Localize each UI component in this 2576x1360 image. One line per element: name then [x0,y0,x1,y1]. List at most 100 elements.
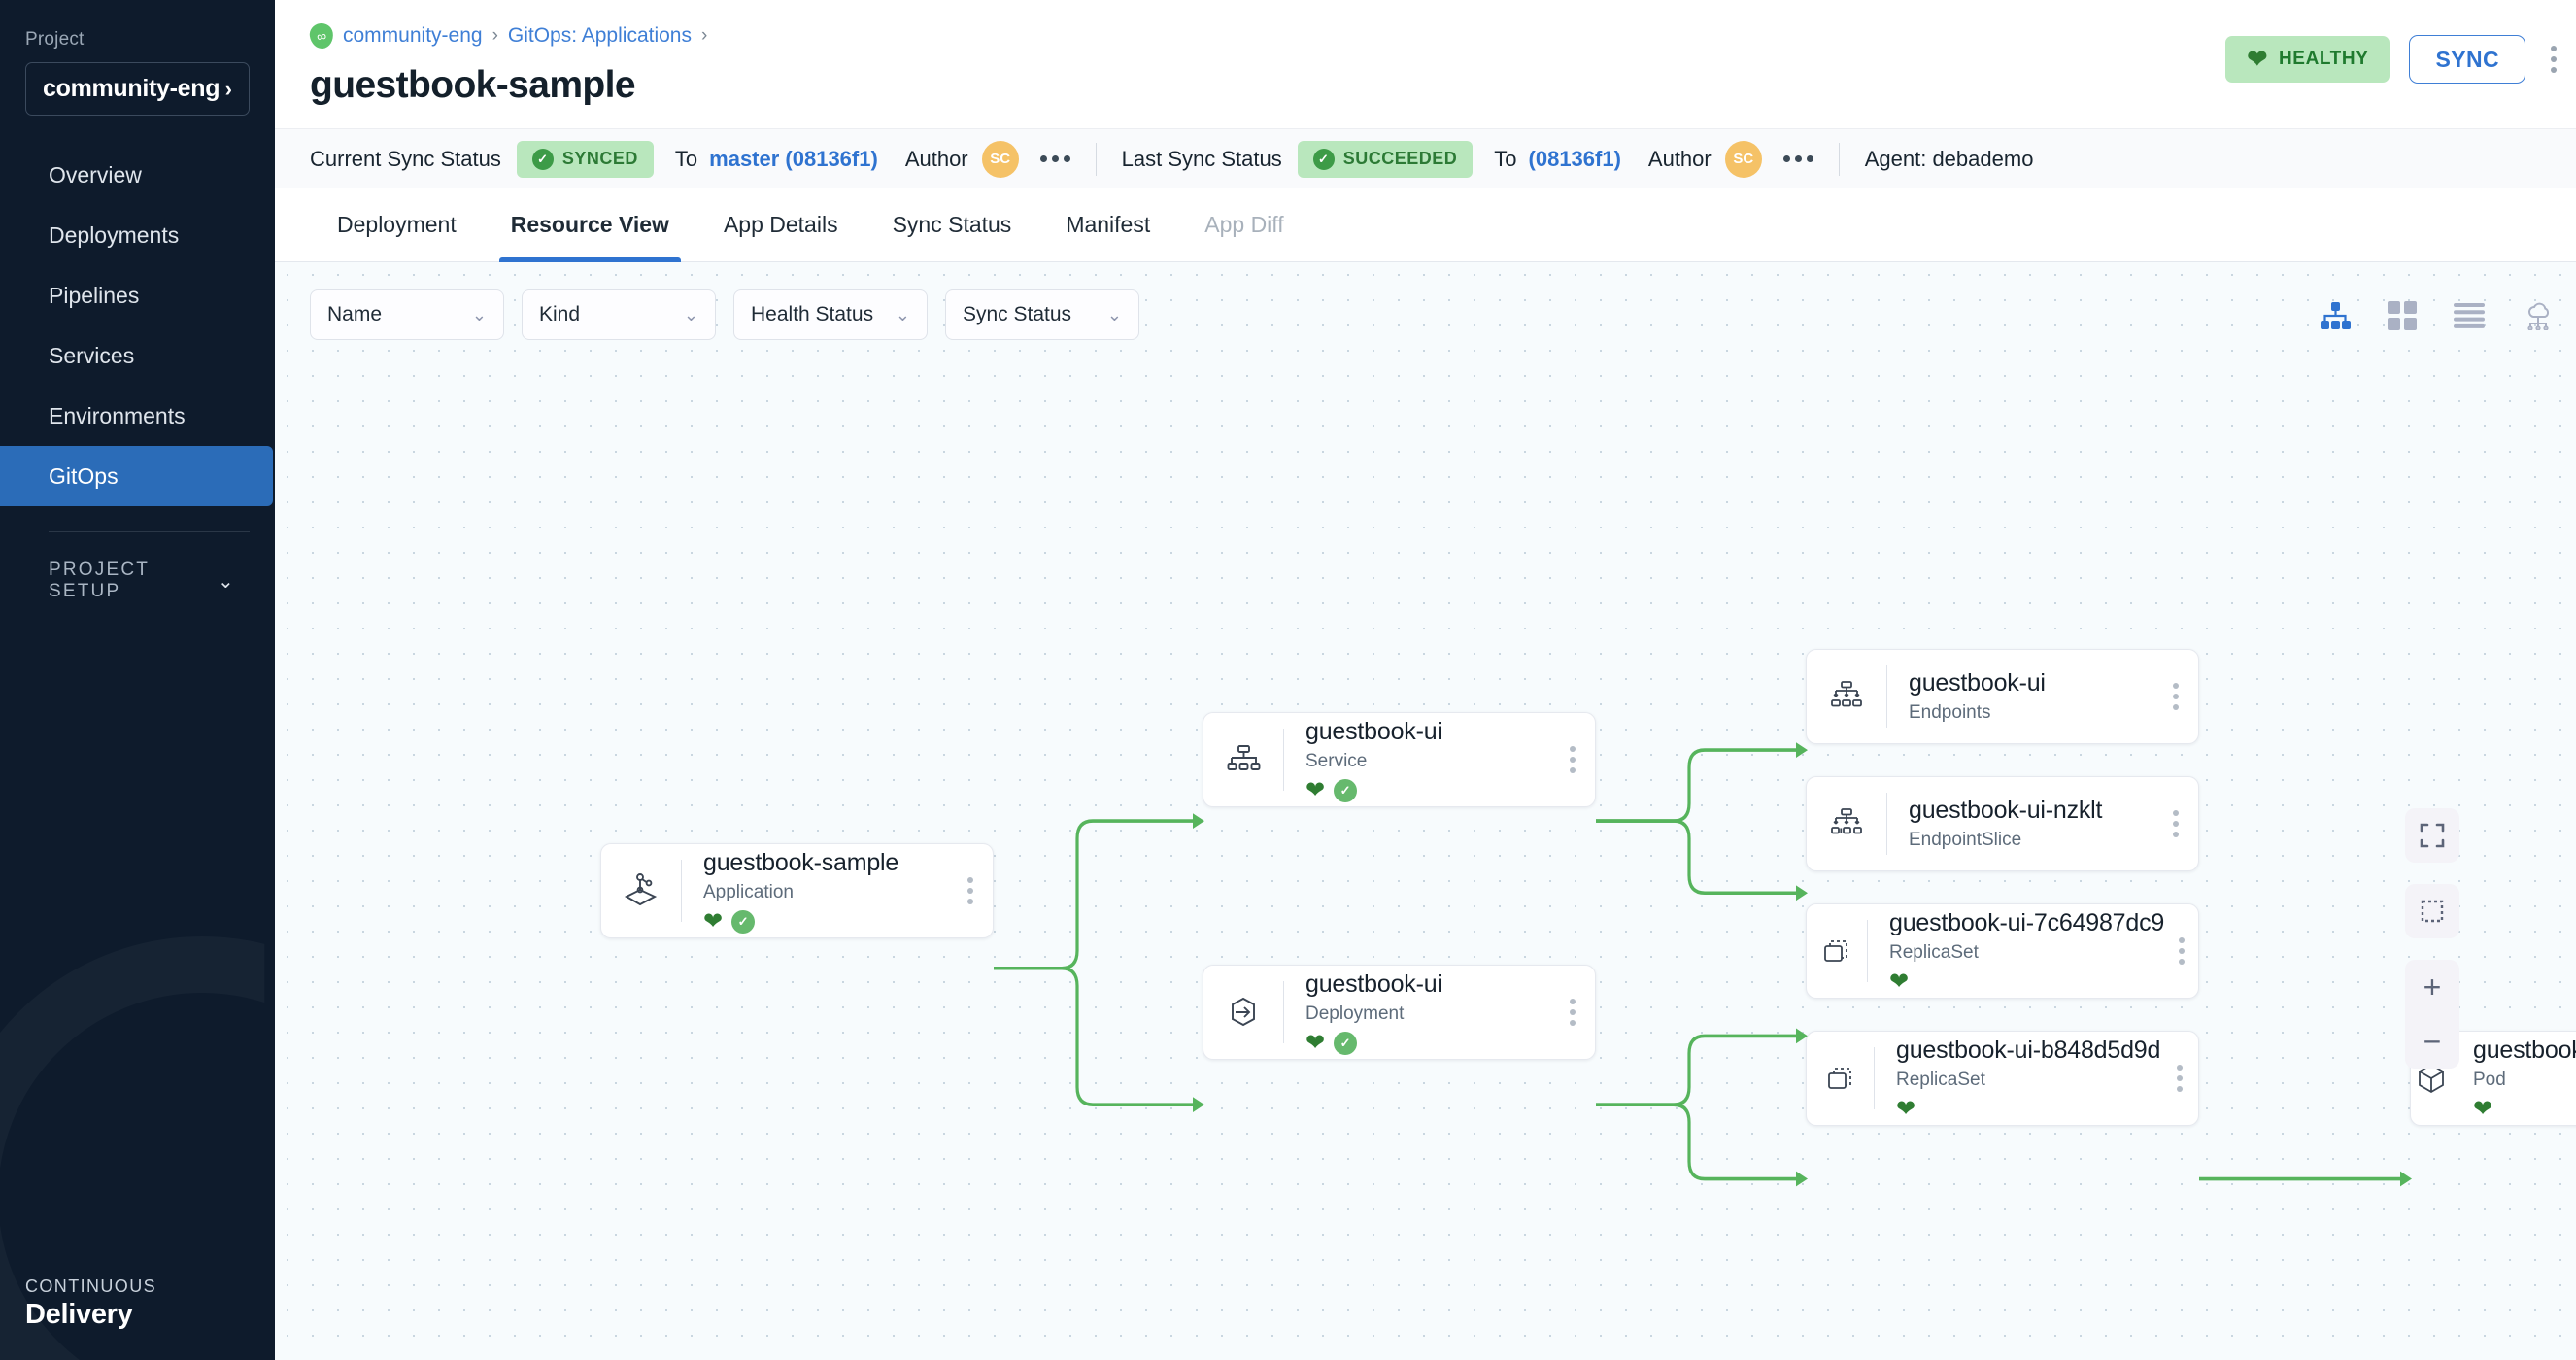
tab-label: App Details [723,212,838,237]
endpointslice-icon [1807,777,1886,870]
health-heart-icon: ❤ [1305,1029,1326,1056]
node-kind: Deployment [1305,1003,1405,1024]
node-name: guestbook-ui-b848d5d9... [2473,1036,2576,1064]
sync-check-icon: ✓ [731,909,756,934]
last-sync-more-icon[interactable] [1782,155,1813,162]
node-divider [681,860,682,922]
sidebar-item-label: Pipelines [49,282,140,308]
current-sync-status-label: Current Sync Status [310,146,501,171]
check-circle-icon: ✓ [531,148,554,170]
breadcrumb-gitops-applications[interactable]: GitOps: Applications [507,24,692,47]
header-more-menu-icon[interactable] [2545,46,2562,73]
node-more-menu[interactable] [2160,1032,2198,1125]
tab-resource-view[interactable]: Resource View [484,188,696,262]
application-icon [601,844,681,937]
status-badge-healthy: ❤ HEALTHY [2225,36,2390,83]
sync-check-icon: ✓ [1334,778,1358,802]
zoom-in-button[interactable]: + [2423,969,2442,1004]
last-sync-status-label: Last Sync Status [1121,146,1282,171]
node-status-badges: ❤ [2473,1097,2576,1121]
fit-screen-button[interactable] [2405,808,2459,863]
synced-label: SYNCED [561,149,638,168]
chevron-down-icon: ⌄ [471,304,487,324]
project-setup-toggle[interactable]: PROJECT SETUP ⌄ [0,560,275,601]
node-more-menu[interactable] [2153,650,2198,743]
chevron-down-icon: ⌄ [1106,304,1122,324]
node-more-menu[interactable] [1550,966,1595,1059]
tab-sync-status[interactable]: Sync Status [865,188,1039,262]
filter-kind[interactable]: Kind ⌄ [522,289,716,340]
node-status-badges: ❤ [1896,1097,2160,1121]
node-body: guestbook-ui-b848d5d9... Pod ❤ [2452,1032,2576,1125]
tab-manifest[interactable]: Manifest [1038,188,1177,262]
sidebar-item-overview[interactable]: Overview [0,145,275,205]
filter-sync-status[interactable]: Sync Status ⌄ [945,289,1139,340]
node-kind: ReplicaSet [1895,1069,1985,1090]
graph-node-endpoints[interactable]: guestbook-ui Endpoints [1806,649,2199,744]
tab-bar: Deployment Resource View App Details Syn… [275,188,2576,262]
node-status-badges: ❤ ✓ [1305,1029,1550,1056]
project-name: community-eng [43,75,220,102]
filter-name[interactable]: Name ⌄ [310,289,504,340]
node-status-badges: ❤ ✓ [1305,778,1550,802]
sidebar-divider [49,531,250,532]
sidebar-item-label: Deployments [49,221,180,248]
avatar: SC [981,140,1019,178]
sidebar-item-deployments[interactable]: Deployments [0,205,275,265]
last-commit-link[interactable]: (08136f1) [1528,146,1621,171]
endpoints-icon [1807,650,1886,743]
resource-graph-canvas[interactable]: Name ⌄ Kind ⌄ Health Status ⌄ Sync Statu… [275,262,2576,1360]
sidebar-item-gitops[interactable]: GitOps [0,446,273,506]
grid-view-icon[interactable] [2388,301,2417,330]
select-area-button[interactable] [2405,884,2459,938]
brand-bottom-text: Delivery [25,1299,133,1330]
main-panel: ∞ community-eng › GitOps: Applications ›… [275,0,2576,1360]
sidebar-item-environments[interactable]: Environments [0,386,275,446]
node-more-menu[interactable] [1550,713,1595,806]
network-view-icon[interactable] [2522,301,2555,330]
current-author-label: Author [904,146,968,171]
graph-node-replicaset-2[interactable]: guestbook-ui-b848d5d9d ReplicaSet ❤ [1806,1031,2199,1126]
sidebar-item-label: Overview [49,161,142,187]
graph-node-application[interactable]: guestbook-sample Application ❤ ✓ [600,843,994,938]
filter-bar: Name ⌄ Kind ⌄ Health Status ⌄ Sync Statu… [275,262,2576,340]
view-mode-toggles [2320,301,2555,330]
graph-node-service[interactable]: guestbook-ui Service ❤ ✓ [1203,712,1596,807]
node-name: guestbook-ui [1909,669,2046,697]
node-more-menu[interactable] [948,844,993,937]
project-selector[interactable]: community-eng › [25,62,250,116]
sync-button[interactable]: SYNC [2409,35,2525,84]
last-author-label: Author [1647,146,1712,171]
tab-app-details[interactable]: App Details [696,188,865,262]
list-view-icon[interactable] [2454,303,2485,328]
filter-label: Sync Status [963,303,1072,325]
last-to-label: To [1494,146,1517,171]
sidebar-item-services[interactable]: Services [0,325,275,386]
node-body: guestbook-ui Endpoints [1887,650,2153,743]
filter-label: Health Status [751,303,874,325]
graph-node-endpointslice[interactable]: guestbook-ui-nzklt EndpointSlice [1806,776,2199,871]
status-badge-succeeded: ✓ SUCCEEDED [1297,140,1474,178]
sidebar-item-pipelines[interactable]: Pipelines [0,265,275,325]
sidebar: Project community-eng › Overview Deploym… [0,0,275,1360]
breadcrumb-project[interactable]: community-eng [343,24,483,47]
node-body: guestbook-ui-7c64987dc9 ReplicaSet ❤ [1868,904,2164,998]
tree-view-icon[interactable] [2320,301,2351,330]
filter-health-status[interactable]: Health Status ⌄ [733,289,928,340]
current-to-label: To [674,146,698,171]
tab-deployment[interactable]: Deployment [310,188,484,262]
graph-node-deployment[interactable]: guestbook-ui Deployment ❤ ✓ [1203,965,1596,1060]
graph-node-replicaset-1[interactable]: guestbook-ui-7c64987dc9 ReplicaSet ❤ [1806,903,2199,999]
node-more-menu[interactable] [2153,777,2198,870]
node-divider [1886,793,1887,855]
node-name: guestbook-ui [1305,717,1442,745]
zoom-out-button[interactable]: − [2423,1023,2442,1059]
node-more-menu[interactable] [2164,904,2198,998]
current-commit-link[interactable]: master (08136f1) [709,146,878,171]
node-kind: Pod [2473,1069,2506,1090]
current-sync-more-icon[interactable] [1039,155,1070,162]
sidebar-item-label: Environments [49,402,186,428]
canvas-zoom-controls: + − [2405,808,2459,1069]
node-kind: Service [1305,750,1368,771]
sidebar-nav: Overview Deployments Pipelines Services … [0,145,275,506]
